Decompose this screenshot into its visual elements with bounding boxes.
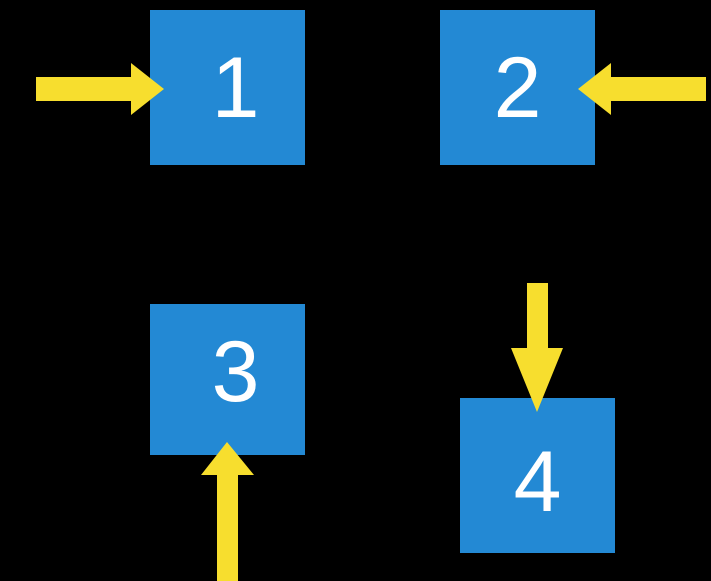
node-3-box[interactable]: 3 bbox=[150, 304, 305, 455]
node-3-label: 3 bbox=[211, 323, 260, 420]
arrow-into-node-2[interactable] bbox=[578, 63, 706, 115]
arrow-into-node-4[interactable] bbox=[511, 283, 563, 412]
node-2-label: 2 bbox=[493, 39, 542, 136]
node-4-box[interactable]: 4 bbox=[460, 398, 615, 553]
node-1-box[interactable]: 1 bbox=[150, 10, 305, 165]
node-4-label: 4 bbox=[513, 433, 562, 530]
node-1-label: 1 bbox=[211, 39, 260, 136]
arrow-into-node-1[interactable] bbox=[36, 63, 164, 115]
node-2-box[interactable]: 2 bbox=[440, 10, 595, 165]
arrow-into-node-3[interactable] bbox=[201, 442, 254, 581]
